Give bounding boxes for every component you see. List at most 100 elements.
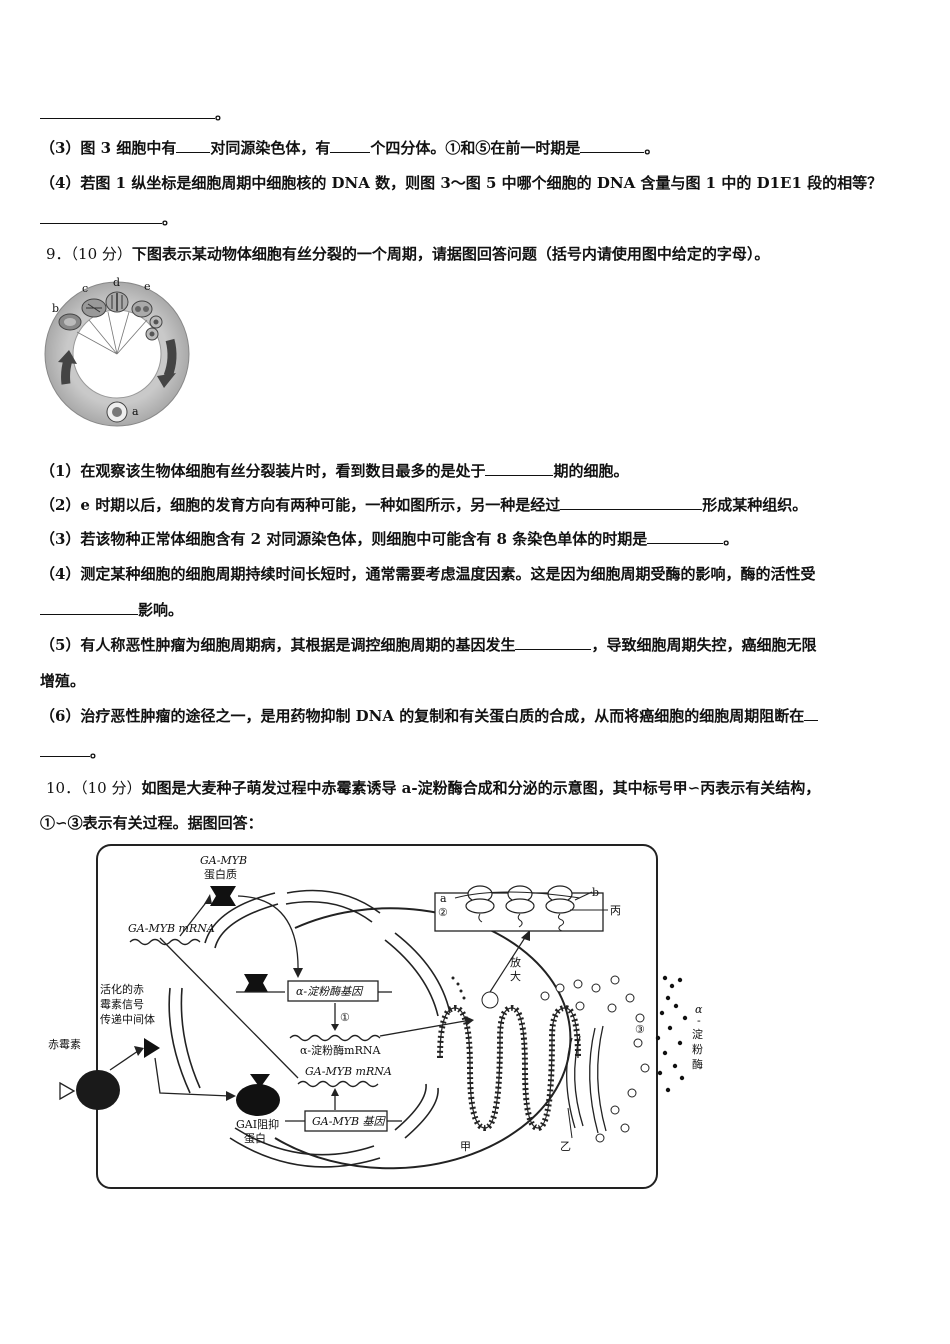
nuclear-envelope-segments (168, 889, 451, 1168)
cell-b (58, 313, 82, 331)
arrow-protein-to-gene (237, 895, 299, 974)
label-c: c (82, 282, 88, 295)
arrow-mediator-to-gai (154, 1057, 231, 1097)
q9-sub3: （3）若该物种正常体细胞含有 2 对同源染色体，则细胞中可能含有 8 条染色单体… (40, 529, 739, 548)
gai-label: GAI阻抑 (236, 1117, 279, 1131)
signal-mediator-label-2: 霉素信号 (100, 998, 144, 1011)
gai-label-2: 蛋白 (244, 1131, 266, 1145)
ga-myb-mrna-wave-bottom (297, 1080, 379, 1088)
ga-myb-mrna-bottom-label: GA-MYB mRNA (305, 1065, 392, 1078)
cell-e2 (149, 315, 163, 329)
amylase-gene-label: α-淀粉酶基因 (296, 985, 364, 998)
enlarge-label: 放 (510, 955, 521, 969)
signal-mediator-label-3: 传递中间体 (100, 1012, 155, 1026)
zoom-circle (481, 991, 499, 1009)
svg-text:酶: 酶 (692, 1058, 703, 1071)
cell-cycle-figure: b c d e a (44, 276, 190, 427)
amylase-gene-box (287, 980, 379, 1002)
signal-mediator-triangle (144, 1038, 160, 1058)
answer-blank[interactable] (40, 104, 215, 119)
cell-a (106, 401, 128, 423)
answer-blank[interactable] (40, 600, 138, 615)
process-3-marker: ③ (635, 1023, 645, 1036)
q9-sub6: （6）治疗恶性肿瘤的途径之一，是用药物抑制 DNA 的复制和有关蛋白质的合成，从… (40, 705, 819, 726)
arrow-mrna-bottom-to-top (159, 937, 299, 1079)
enlarge-label-2: 大 (510, 969, 521, 983)
receptor-shape (76, 1070, 120, 1110)
answer-blank[interactable] (330, 138, 371, 153)
label-a: a (132, 405, 139, 418)
label-b: b (592, 886, 599, 899)
answer-blank[interactable] (515, 635, 592, 650)
arrow-receptor-to-mediator (109, 1050, 139, 1071)
signal-mediator-label: 活化的赤 (100, 982, 144, 996)
svg-text:-: - (697, 1014, 701, 1027)
peptide-chains (478, 913, 565, 932)
vesicles (540, 975, 650, 1143)
label-bing: 丙 (610, 904, 621, 917)
q9-sub2: （2）e 时期以后，细胞的发育方向有两种可能，一种如图所示，另一种是经过形成某种… (40, 495, 808, 514)
svg-text:α: α (695, 1003, 703, 1016)
ga-myb-bound-shape (244, 974, 268, 992)
label-b: b (52, 302, 59, 315)
arrowhead-left (58, 350, 77, 364)
answer-blank[interactable] (560, 495, 703, 510)
gibberellin-label: 赤霉素 (48, 1038, 81, 1051)
svg-text:粉: 粉 (692, 1043, 703, 1056)
gai-signal-triangle (250, 1074, 270, 1088)
amylase-vertical-label: α - 淀 粉 酶 (692, 1003, 703, 1071)
q9-sub4-cont: 影响。 (40, 599, 183, 620)
answer-blank[interactable] (647, 529, 724, 544)
ga-myb-mrna-top-label: GA-MYB mRNA (128, 922, 215, 935)
amylase-mrna-label: α-淀粉酶mRNA (300, 1043, 381, 1057)
cell-c (81, 298, 107, 318)
ribosome-group (465, 885, 575, 914)
cycle-arrow-right (163, 338, 177, 378)
svg-text:淀: 淀 (692, 1027, 703, 1041)
ga-myb-gene-label: GA-MYB 基因 (312, 1115, 387, 1128)
process-2-marker: ② (438, 906, 448, 919)
q8-sub4: （4）若图 1 纵坐标是细胞周期中细胞核的 DNA 数，则图 3～图 5 中哪个… (40, 174, 883, 192)
amylase-mrna-wave (289, 1034, 381, 1042)
q9-sub5-cont: 增殖。 (40, 672, 86, 690)
label-a: a (440, 892, 447, 905)
label-jia: 甲 (460, 1140, 471, 1153)
q9-sub4: （4）测定某种细胞的细胞周期持续时间长短时，通常需要考虑温度因素。这是因为细胞周… (40, 565, 816, 583)
answer-blank[interactable] (40, 742, 90, 757)
answer-blank[interactable] (176, 138, 211, 153)
q10-stem-cont: ①∽③表示有关过程。据图回答： (40, 814, 263, 832)
answer-line-2: 。 (40, 208, 177, 229)
q9-sub5: （5）有人称恶性肿瘤为细胞周期病，其根据是调控细胞周期的基因发生，导致细胞周期失… (40, 635, 817, 654)
q9-sub1: （1）在观察该生物体细胞有丝分裂装片时，看到数目最多的是处于期的细胞。 (40, 461, 629, 480)
answer-blank[interactable] (485, 461, 554, 476)
ga-myb-mrna-wave-top (129, 938, 201, 946)
label-d: d (113, 276, 120, 289)
arrowhead-right (157, 373, 176, 388)
ga-myb-protein-label-2: 蛋白质 (204, 867, 237, 881)
label-e: e (144, 280, 151, 293)
q10-stem: 10．（10 分）如图是大麦种子萌发过程中赤霉素诱导 a-淀粉酶合成和分泌的示意… (46, 779, 821, 797)
answer-line-1: 。 (40, 103, 230, 124)
nuclear-pores (451, 976, 466, 1000)
aleurone-cell-figure: GA-MYB 蛋白质 GA-MYB mRNA α-淀粉酶基因 ① α-淀粉酶mR… (48, 844, 703, 1189)
q9-stem: 9．（10 分）下图表示某动物体细胞有丝分裂的一个周期，请据图回答问题（括号内请… (46, 245, 770, 263)
secreted-amylase (655, 975, 688, 1093)
cell-e3 (145, 327, 159, 341)
answer-blank[interactable] (580, 138, 645, 153)
gibberellin-triangle (59, 1081, 76, 1101)
q9-sub6-cont: 。 (40, 741, 105, 762)
label-yi: 乙 (560, 1140, 571, 1153)
rough-er (437, 1004, 581, 1132)
phase-divider-lines (76, 311, 148, 355)
golgi (566, 1025, 607, 1134)
answer-blank[interactable] (804, 706, 819, 721)
ga-myb-protein-shape (210, 886, 236, 906)
gai-repressor-shape (236, 1084, 280, 1116)
cell-e (131, 300, 153, 318)
arrow-mrna-to-protein (179, 899, 209, 937)
cell-d (105, 291, 129, 313)
answer-blank[interactable] (40, 209, 162, 224)
cell-wall (96, 844, 658, 1189)
process-1-marker: ① (340, 1011, 350, 1024)
ga-myb-protein-label: GA-MYB (200, 854, 247, 867)
